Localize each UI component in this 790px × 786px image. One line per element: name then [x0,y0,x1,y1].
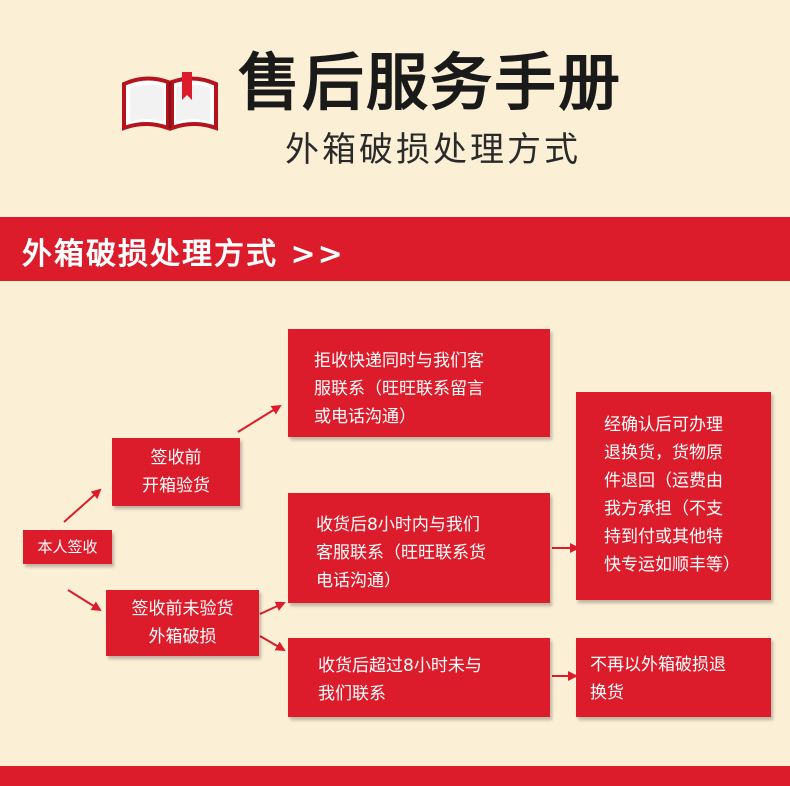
header: 售后服务手册 外箱破损处理方式 [0,0,790,210]
return-ok-node: 经确认后可办理 退换货，货物原 件退回（运费由 我方承担（不支 持到付或其他特 … [576,392,771,600]
after-8h-node: 收货后超过8小时未与 我们联系 [288,638,550,717]
start-node-label: 本人签收 [37,538,98,556]
no-return-label: 不再以外箱破损退 换货 [590,655,726,703]
arrow-damaged-to-within [259,601,286,615]
within-8h-label: 收货后8小时内与我们 客服联系（旺旺联系货 电话沟通） [316,515,486,591]
no-return-node: 不再以外箱破损退 换货 [576,638,771,717]
banner-title: 外箱破损处理方式 >> [22,237,345,272]
refuse-node: 拒收快递同时与我们客 服联系（旺旺联系留言 或电话沟通） [288,329,550,437]
return-ok-label: 经确认后可办理 退换货，货物原 件退回（运费由 我方承担（不支 持到付或其他特 … [604,415,740,575]
open-book-icon [122,72,218,131]
arrow-check-to-refuse [237,404,282,433]
refuse-label: 拒收快递同时与我们客 服联系（旺旺联系留言 或电话沟通） [314,351,484,427]
damaged-unchecked-node: 签收前未验货 外箱破损 [106,590,259,656]
damaged-unchecked-label: 签收前未验货 外箱破损 [131,599,234,647]
arrow-damaged-to-after [259,635,286,652]
arrow-start-to-damaged [67,589,102,612]
page-subtitle: 外箱破损处理方式 [285,130,581,170]
within-8h-node: 收货后8小时内与我们 客服联系（旺旺联系货 电话沟通） [288,493,550,603]
bottom-bar [0,766,790,786]
arrow-start-to-check [63,488,102,523]
start-node: 本人签收 [23,530,112,564]
check-before-node: 签收前 开箱验货 [112,438,240,506]
after-8h-label: 收货后超过8小时未与 我们联系 [318,656,482,704]
page-title: 售后服务手册 [238,46,623,119]
section-banner: 外箱破损处理方式 >> [0,217,790,281]
check-before-label: 签收前 开箱验货 [142,448,210,496]
